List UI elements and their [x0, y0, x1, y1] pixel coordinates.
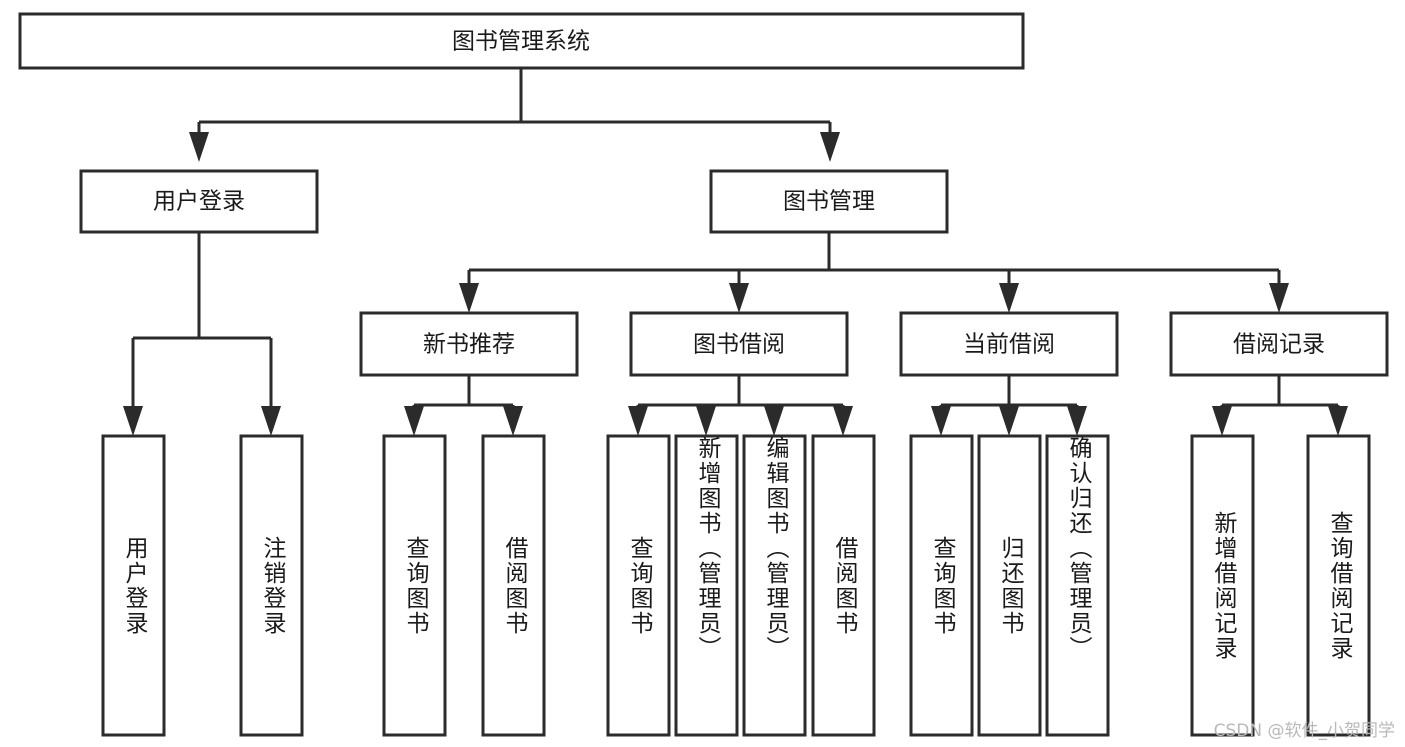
node-book-borrow-box[interactable]: [629, 311, 849, 377]
leaf-box-add-record[interactable]: [1190, 434, 1255, 737]
leaf-box-confirm-return[interactable]: [1045, 434, 1110, 737]
arrow-root-to-user-login: [189, 132, 209, 162]
node-current-borrow-box[interactable]: [899, 311, 1119, 377]
node-user-login-label: 用户登录: [153, 189, 245, 215]
node-borrow-record-box[interactable]: [1169, 311, 1389, 377]
node-current-borrow-label: 当前借阅: [963, 332, 1055, 358]
leaf-box-borrow-book-2[interactable]: [811, 434, 876, 737]
node-new-book-recommend-label: 新书推荐: [423, 332, 515, 358]
arrow-recommend-leaf-1: [404, 406, 424, 436]
node-book-manage-box[interactable]: [709, 169, 949, 234]
arrow-current-leaf-3: [1067, 406, 1087, 436]
node-root-box[interactable]: [18, 12, 1025, 70]
leaf-box-edit-book[interactable]: [742, 434, 807, 737]
arrow-root-to-book-manage: [820, 132, 840, 162]
node-book-manage-label: 图书管理: [783, 189, 875, 215]
arrow-record-leaf-1: [1212, 406, 1232, 436]
arrow-to-book-borrow: [729, 283, 749, 313]
arrow-to-leaf-logout: [261, 406, 281, 436]
leaf-box-query-book-2[interactable]: [606, 434, 671, 737]
node-new-book-recommend-box[interactable]: [359, 311, 579, 377]
arrow-borrow-leaf-1: [628, 406, 648, 436]
leaf-box-return-book[interactable]: [977, 434, 1042, 737]
leaf-box-logout[interactable]: [239, 434, 304, 737]
arrow-recommend-leaf-2: [503, 406, 523, 436]
arrow-borrow-leaf-3: [764, 406, 784, 436]
arrow-to-leaf-user-login: [123, 406, 143, 436]
arrow-to-current-borrow: [999, 283, 1019, 313]
arrow-current-leaf-2: [999, 406, 1019, 436]
arrow-record-leaf-2: [1328, 406, 1348, 436]
leaf-box-user-login[interactable]: [101, 434, 166, 737]
arrow-to-borrow-record: [1269, 283, 1289, 313]
arrow-borrow-leaf-4: [833, 406, 853, 436]
leaf-box-borrow-book-1[interactable]: [481, 434, 546, 737]
node-borrow-record-label: 借阅记录: [1233, 332, 1325, 358]
node-root-label: 图书管理系统: [452, 29, 590, 55]
arrow-to-new-book-recommend: [459, 283, 479, 313]
arrow-current-leaf-1: [931, 406, 951, 436]
arrow-borrow-leaf-2: [696, 406, 716, 436]
leaf-box-query-book-3[interactable]: [909, 434, 974, 737]
node-book-borrow-label: 图书借阅: [693, 332, 785, 358]
leaf-box-query-record[interactable]: [1306, 434, 1371, 737]
leaf-box-add-book[interactable]: [674, 434, 739, 737]
csdn-watermark: CSDN @软件_小贺同学: [1213, 721, 1395, 741]
leaf-box-query-book-1[interactable]: [382, 434, 447, 737]
